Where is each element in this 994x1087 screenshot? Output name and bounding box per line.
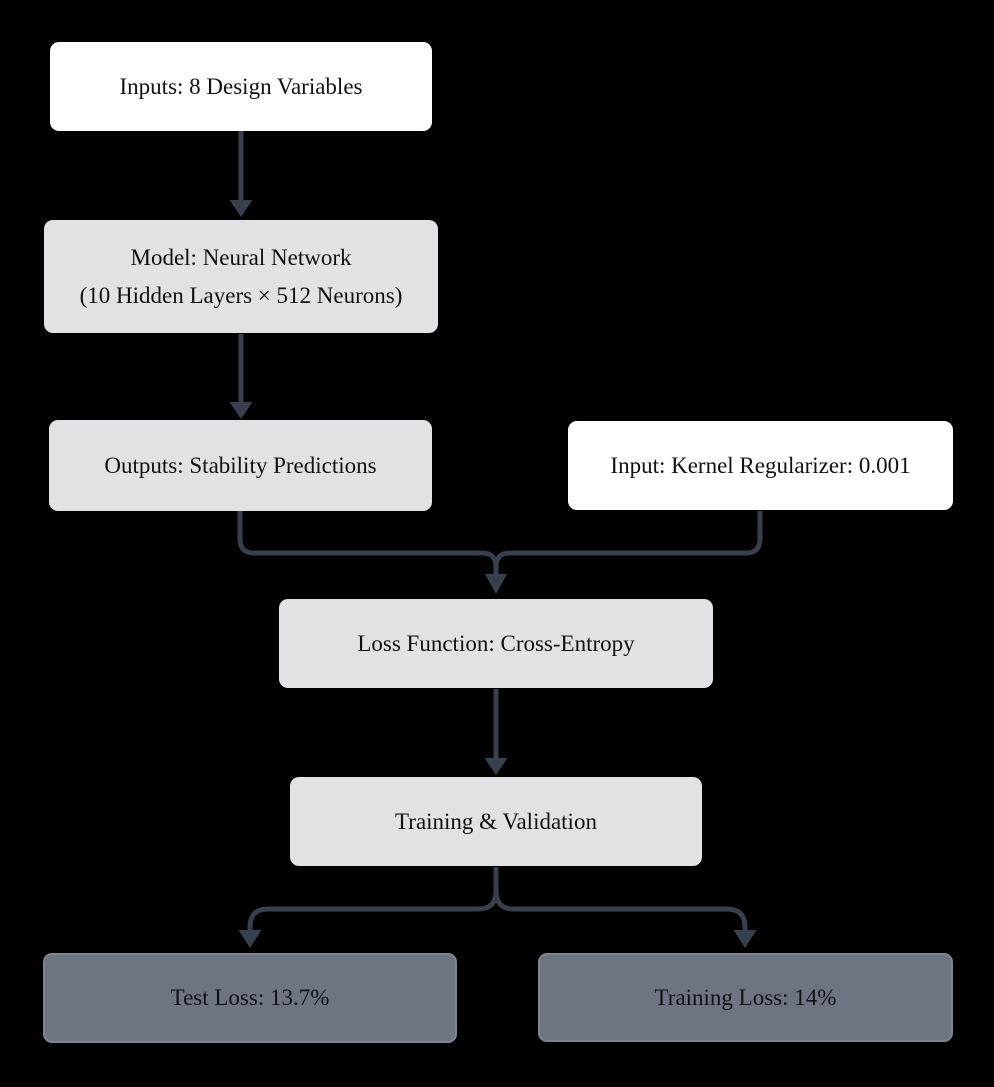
edge-kernel-loss	[493, 511, 763, 575]
node-test-loss: Test Loss: 13.7%	[43, 953, 457, 1043]
arrowhead-loss-training	[484, 758, 508, 775]
node-test-loss-label: Test Loss: 13.7%	[170, 985, 330, 1011]
node-training-loss-label: Training Loss: 14%	[654, 984, 837, 1010]
node-model-label-line1: Model: Neural Network	[130, 244, 352, 270]
node-inputs: Inputs: 8 Design Variables	[50, 42, 432, 131]
arrowhead-merge-loss	[485, 574, 507, 594]
node-outputs: Outputs: Stability Predictions	[49, 420, 432, 511]
node-kernel-regularizer-label: Input: Kernel Regularizer: 0.001	[610, 452, 911, 478]
node-loss-function: Loss Function: Cross-Entropy	[279, 599, 713, 688]
node-inputs-label: Inputs: 8 Design Variables	[119, 73, 363, 99]
arrowhead-inputs-model	[229, 200, 253, 217]
node-training-loss: Training Loss: 14%	[538, 953, 953, 1042]
node-outputs-label: Outputs: Stability Predictions	[104, 452, 377, 478]
arrowhead-training-testloss	[238, 930, 262, 948]
node-model-label-line2: (10 Hidden Layers × 512 Neurons)	[79, 282, 403, 308]
arrowhead-model-outputs	[229, 402, 253, 419]
node-loss-function-label: Loss Function: Cross-Entropy	[357, 630, 635, 656]
node-training-validation-label: Training & Validation	[395, 808, 597, 834]
node-model: Model: Neural Network (10 Hidden Layers …	[44, 220, 438, 333]
edge-training-trainingloss	[493, 867, 748, 931]
edge-outputs-loss	[237, 511, 499, 575]
edge-training-testloss	[247, 867, 499, 931]
node-training-validation: Training & Validation	[290, 777, 702, 866]
node-kernel-regularizer: Input: Kernel Regularizer: 0.001	[568, 421, 953, 510]
arrowhead-training-trainingloss	[733, 930, 757, 948]
